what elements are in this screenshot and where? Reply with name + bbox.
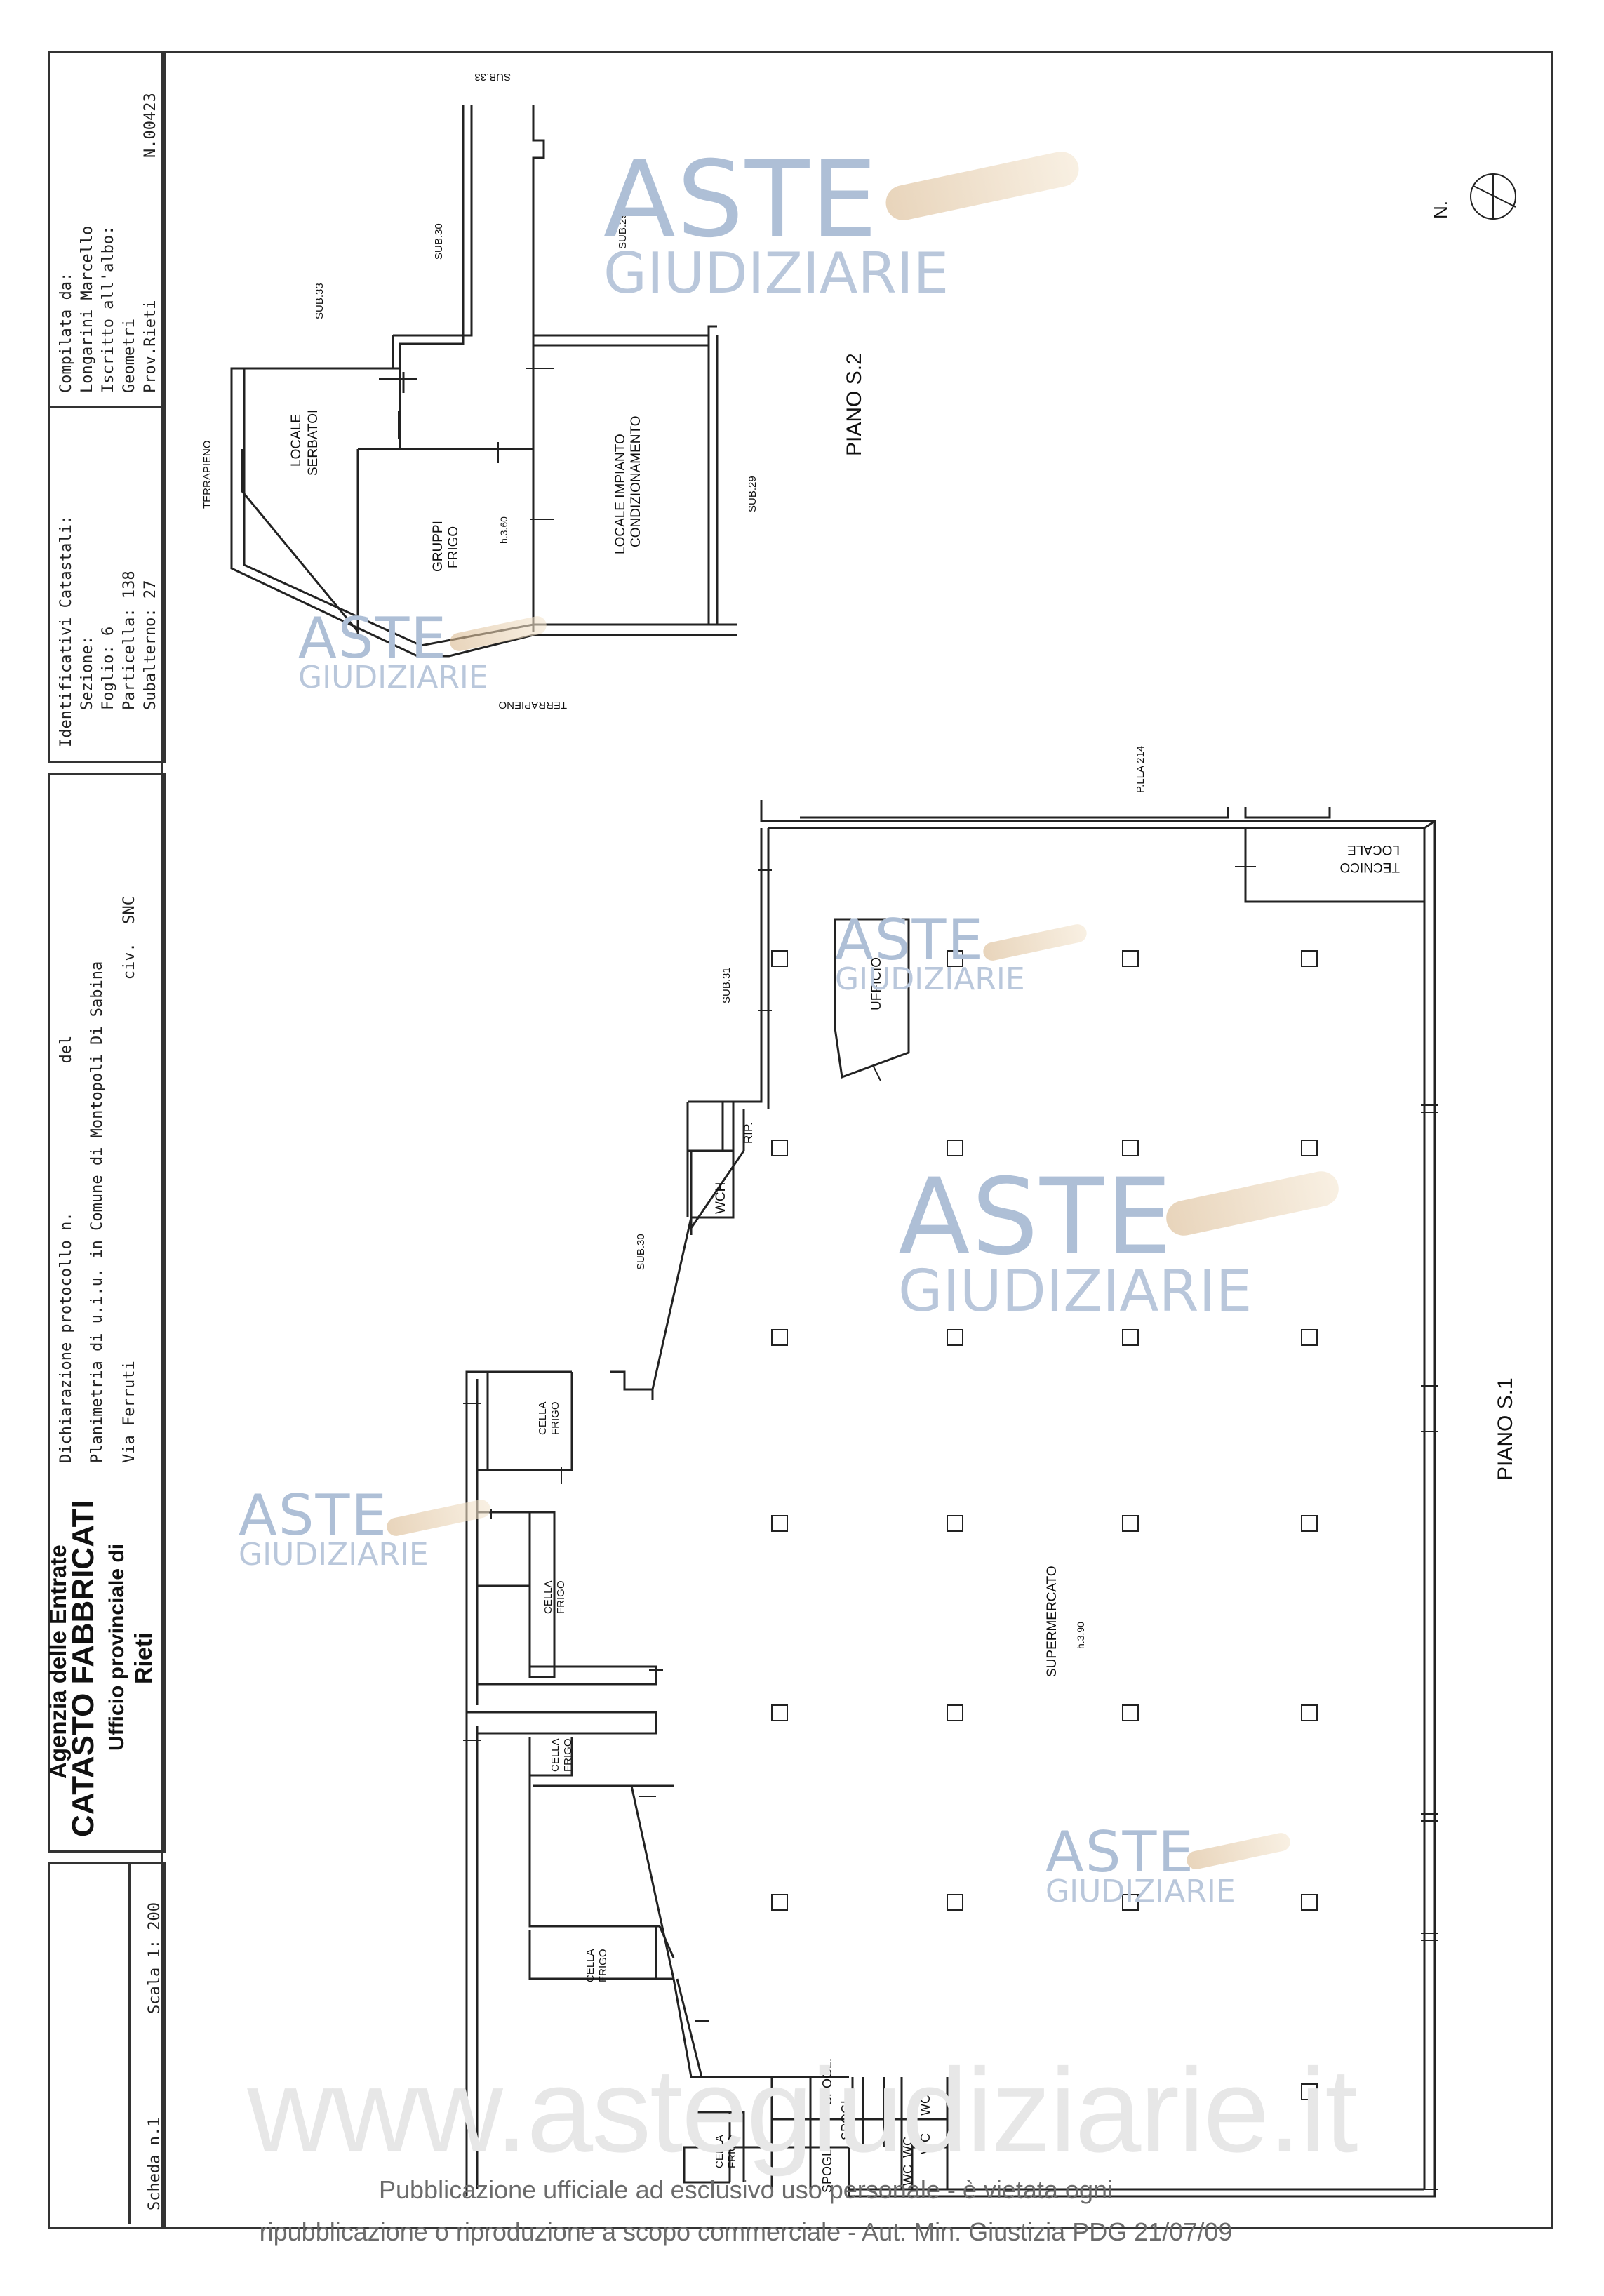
right-wall-windows — [1421, 1104, 1438, 2190]
locale-tecnico-line1: LOCALE — [1347, 842, 1400, 857]
footer-line-2: ripubblicazione o riproduzione a scopo c… — [259, 2217, 1233, 2246]
rip-label: RIP. — [742, 1122, 755, 1144]
locale-serbatoi-line2: SERBATOI — [306, 410, 321, 476]
cella-frigo-5-line1: CELLA — [714, 2135, 726, 2168]
terrapieno-label-a: TERRAPIENO — [201, 440, 213, 509]
door-marks — [379, 368, 1256, 2022]
height-label-s2: h.3.60 — [498, 516, 509, 544]
scale-box — [128, 1862, 131, 2224]
sub33-top-label: SUB.33 — [474, 71, 511, 83]
plan-s2-walls — [230, 105, 737, 658]
title-block-frame-bottom — [48, 1862, 166, 2229]
ufficio-label: UFFICIO — [869, 957, 884, 1010]
watermark-3: ASTE GIUDIZIARIE — [835, 907, 1025, 997]
sub30-label-a: SUB.30 — [433, 223, 445, 260]
watermark-5: ASTE GIUDIZIARIE — [239, 1483, 429, 1573]
piano-s2-label: PIANO S.2 — [843, 353, 866, 456]
cella-frigo-2-line2: FRIGO — [555, 1581, 567, 1615]
north-label: N. — [1430, 201, 1451, 219]
footer-line-1: Pubblicazione ufficiale ad esclusivo uso… — [379, 2175, 1113, 2204]
watermark-6: ASTE GIUDIZIARIE — [1045, 1820, 1236, 1909]
wc-label-3: WC — [901, 2137, 915, 2158]
locale-impianto-line2: CONDIZIONAMENTO — [629, 415, 643, 547]
column-grid — [771, 950, 1318, 2100]
cella-frigo-3-line2: FRIGO — [562, 1739, 574, 1773]
wc-label-4: WC — [901, 2165, 915, 2186]
wc-label-2: WC — [918, 2133, 933, 2154]
watermark-site-url: www.astegiudiziarie.it — [247, 2044, 1358, 2177]
watermark-4: ASTE GIUDIZIARIE — [898, 1156, 1252, 1325]
sub30-label-b: SUB.30 — [635, 1234, 647, 1270]
spogl-label-2: SPOGL. — [820, 2146, 834, 2193]
north-arrow — [1470, 173, 1516, 220]
gruppi-frigo-line2: FRIGO — [446, 526, 461, 568]
gruppi-frigo-line1: GRUPPI — [431, 521, 446, 572]
title-block-frame-middle — [48, 773, 166, 1853]
cella-frigo-3-line1: CELLA — [549, 1738, 561, 1772]
cella-frigo-2-line1: CELLA — [542, 1580, 554, 1614]
plla214-label: P.LLA 214 — [1135, 746, 1147, 793]
plan-s1-walls — [465, 800, 1436, 2198]
sub31-label: SUB.31 — [721, 967, 733, 1003]
watermark-1: ASTE GIUDIZIARIE — [603, 139, 949, 306]
locale-impianto-line1: LOCALE IMPIANTO — [613, 434, 628, 554]
cella-frigo-1-line2: FRIGO — [549, 1402, 561, 1436]
wch-label: WCH — [714, 1182, 728, 1214]
height-label-s1: h.3.90 — [1075, 1622, 1086, 1649]
wc-label-1: WC — [918, 2095, 933, 2116]
watermark-2: ASTE GIUDIZIARIE — [298, 606, 488, 695]
cella-frigo-4-line2: FRIGO — [597, 1949, 609, 1983]
spogl-label-3: SPOGL. — [820, 2058, 834, 2105]
drawing-frame — [161, 51, 1553, 2229]
spogl-label-1: SPOGL. — [839, 2093, 853, 2140]
sub29-label-b: SUB.29 — [747, 476, 758, 512]
locale-serbatoi-line1: LOCALE — [289, 414, 304, 467]
cella-frigo-4-line1: CELLA — [584, 1949, 596, 1982]
supermercato-label: SUPERMERCATO — [1045, 1566, 1060, 1677]
piano-s1-label: PIANO S.1 — [1494, 1377, 1517, 1481]
plan-labels: N. PIANO S.2 PIANO S.1 SUB.33 SUB.30 SUB… — [201, 71, 1517, 2193]
sub33-label-b: SUB.33 — [314, 283, 326, 319]
cella-frigo-5-line2: FRIGO — [726, 2135, 738, 2169]
cella-frigo-1-line1: CELLA — [537, 1401, 549, 1435]
terrapieno-label-b: TERRAPIENO — [498, 699, 567, 711]
sub29-label-a: SUB.29 — [617, 213, 629, 249]
title-block-divider — [48, 406, 161, 408]
locale-tecnico-line2: TECNICO — [1340, 860, 1401, 874]
